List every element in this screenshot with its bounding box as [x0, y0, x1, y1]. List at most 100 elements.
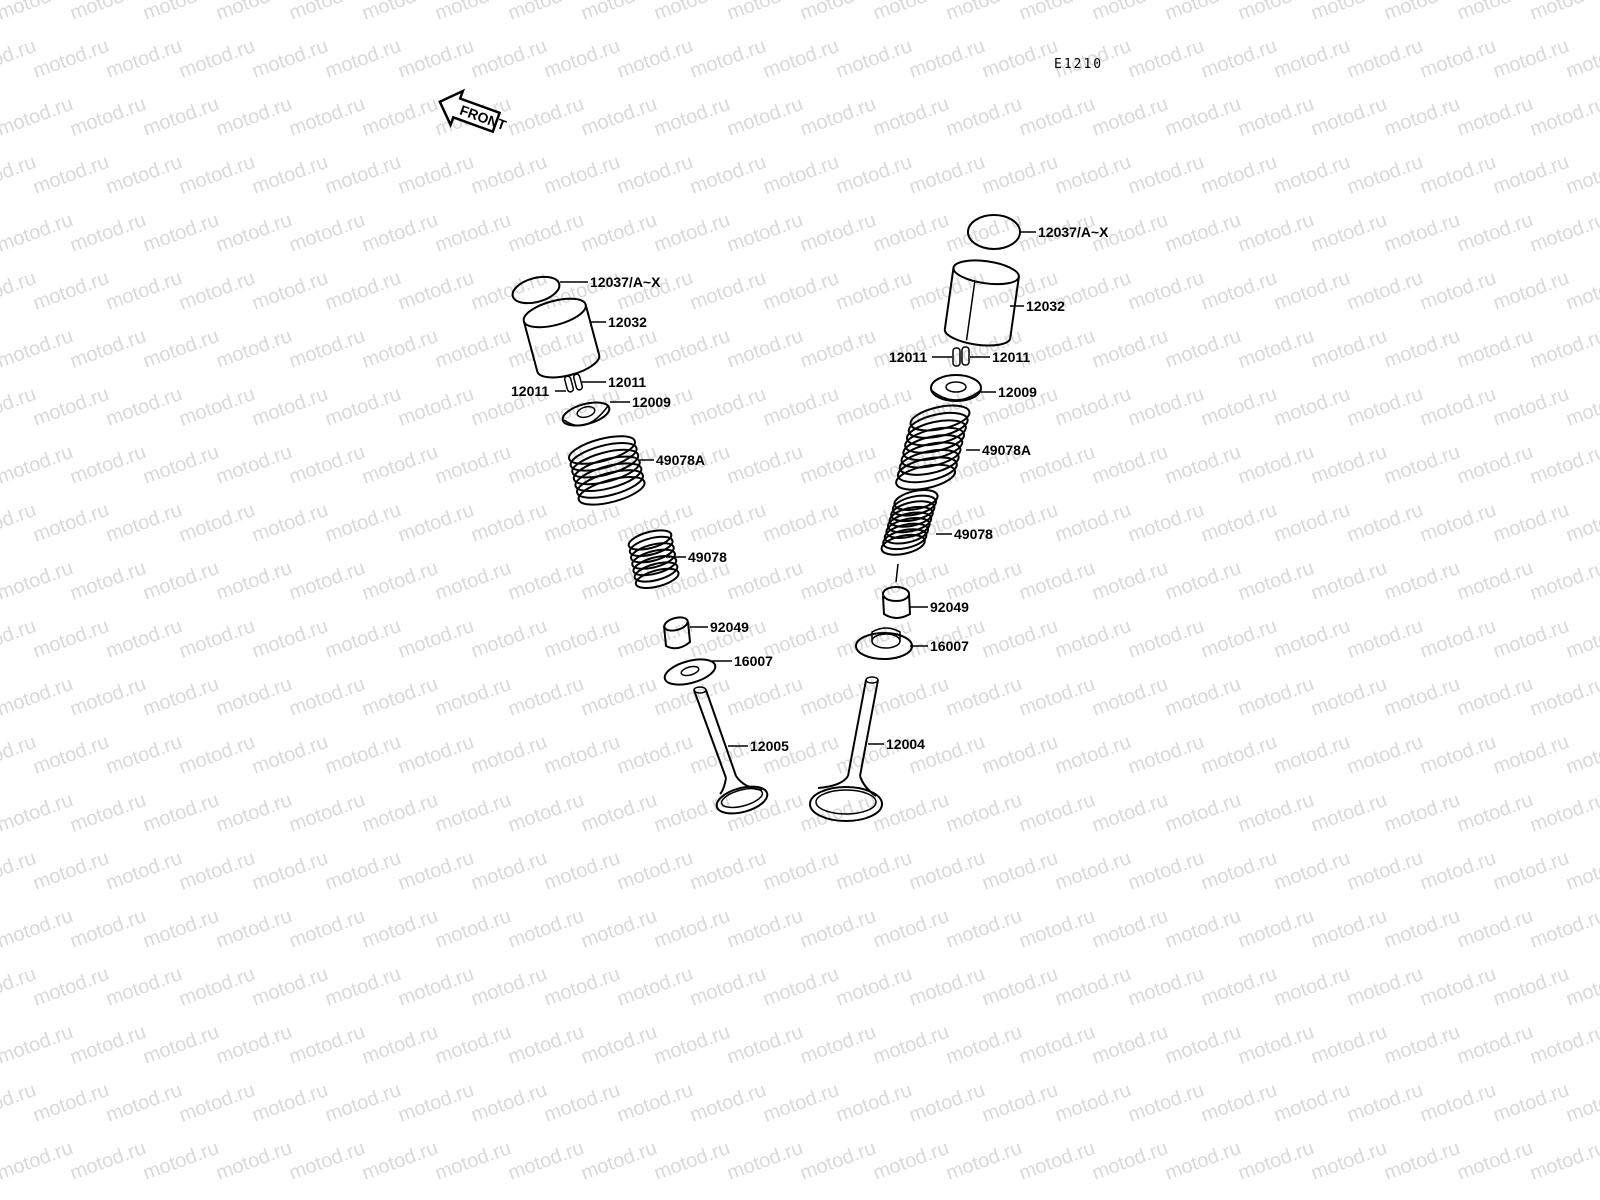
- watermark-text: motod.ru: [870, 673, 952, 721]
- watermark-text: motod.ru: [687, 35, 769, 83]
- watermark-text: motod.ru: [322, 731, 404, 779]
- watermark-text: motod.ru: [797, 325, 879, 373]
- watermark-text: motod.ru: [395, 1195, 477, 1200]
- watermark-text: motod.ru: [67, 0, 149, 25]
- watermark-text: motod.ru: [614, 1079, 696, 1127]
- watermark-text: motod.ru: [1308, 789, 1390, 837]
- watermark-text: motod.ru: [724, 1021, 806, 1069]
- watermark-text: motod.ru: [578, 93, 660, 141]
- watermark-text: motod.ru: [1271, 499, 1353, 547]
- watermark-text: motod.ru: [67, 905, 149, 953]
- watermark-text: motod.ru: [1381, 209, 1463, 257]
- watermark-text: motod.ru: [1125, 267, 1207, 315]
- watermark-text: motod.ru: [395, 383, 477, 431]
- watermark-text: motod.ru: [286, 93, 368, 141]
- watermark-text: motod.ru: [249, 1195, 331, 1200]
- watermark-text: motod.ru: [1235, 789, 1317, 837]
- watermark-text: motod.ru: [468, 35, 550, 83]
- watermark-text: motod.ru: [432, 325, 514, 373]
- watermark-text: motod.ru: [614, 731, 696, 779]
- watermark-text: motod.ru: [140, 1021, 222, 1069]
- watermark-text: motod.ru: [1527, 557, 1600, 605]
- left-tappet-label: 12032: [608, 314, 647, 330]
- watermark-text: motod.ru: [1235, 1021, 1317, 1069]
- watermark-text: motod.ru: [249, 615, 331, 663]
- watermark-text: motod.ru: [286, 441, 368, 489]
- watermark-text: motod.ru: [541, 847, 623, 895]
- watermark-text: motod.ru: [30, 847, 112, 895]
- watermark-text: motod.ru: [67, 93, 149, 141]
- watermark-text: motod.ru: [505, 905, 587, 953]
- watermark-text: motod.ru: [395, 847, 477, 895]
- watermark-text: motod.ru: [103, 963, 185, 1011]
- watermark-text: motod.ru: [1563, 731, 1600, 779]
- watermark-text: motod.ru: [0, 499, 39, 547]
- left-cotter-left-label: 12011: [511, 383, 549, 399]
- watermark-text: motod.ru: [359, 93, 441, 141]
- watermark-text: motod.ru: [1308, 93, 1390, 141]
- watermark-text: motod.ru: [432, 441, 514, 489]
- watermark-text: motod.ru: [286, 789, 368, 837]
- watermark-text: motod.ru: [979, 1079, 1061, 1127]
- watermark-text: motod.ru: [870, 1021, 952, 1069]
- watermark-text: motod.ru: [979, 615, 1061, 663]
- watermark-text: motod.ru: [1308, 209, 1390, 257]
- watermark-text: motod.ru: [541, 35, 623, 83]
- watermark-text: motod.ru: [176, 35, 258, 83]
- watermark-text: motod.ru: [1417, 383, 1499, 431]
- watermark-text: motod.ru: [30, 151, 112, 199]
- watermark-text: motod.ru: [213, 0, 295, 25]
- watermark-text: motod.ru: [760, 499, 842, 547]
- watermark-text: motod.ru: [1198, 151, 1280, 199]
- watermark-text: motod.ru: [30, 499, 112, 547]
- watermark-text: motod.ru: [359, 0, 441, 25]
- watermark-text: motod.ru: [249, 1079, 331, 1127]
- watermark-text: motod.ru: [1527, 905, 1600, 953]
- watermark-text: motod.ru: [1125, 731, 1207, 779]
- watermark-text: motod.ru: [1089, 1021, 1171, 1069]
- watermark-text: motod.ru: [1162, 1137, 1244, 1185]
- watermark-text: motod.ru: [1198, 383, 1280, 431]
- watermark-text: motod.ru: [432, 557, 514, 605]
- watermark-text: motod.ru: [468, 151, 550, 199]
- watermark-text: motod.ru: [1381, 789, 1463, 837]
- watermark-text: motod.ru: [1417, 731, 1499, 779]
- watermark-text: motod.ru: [1454, 789, 1536, 837]
- watermark-text: motod.ru: [541, 615, 623, 663]
- watermark-text: motod.ru: [359, 1137, 441, 1185]
- watermark-text: motod.ru: [30, 615, 112, 663]
- watermark-text: motod.ru: [1162, 209, 1244, 257]
- watermark-text: motod.ru: [359, 209, 441, 257]
- watermark-text: motod.ru: [1454, 673, 1536, 721]
- watermark-text: motod.ru: [505, 1021, 587, 1069]
- watermark-text: motod.ru: [1490, 731, 1572, 779]
- left-shim: [511, 275, 561, 305]
- watermark-text: motod.ru: [1162, 673, 1244, 721]
- watermark-text: motod.ru: [1563, 499, 1600, 547]
- watermark-text: motod.ru: [176, 847, 258, 895]
- watermark-text: motod.ru: [0, 151, 39, 199]
- watermark-text: motod.ru: [1089, 557, 1171, 605]
- watermark-text: motod.ru: [286, 1021, 368, 1069]
- watermark-text: motod.ru: [1235, 905, 1317, 953]
- left-shim-label: 12037/A~X: [590, 274, 661, 290]
- watermark-text: motod.ru: [1089, 325, 1171, 373]
- watermark-text: motod.ru: [1563, 35, 1600, 83]
- watermark-text: motod.ru: [1125, 615, 1207, 663]
- watermark-text: motod.ru: [760, 1079, 842, 1127]
- watermark-text: motod.ru: [1052, 499, 1134, 547]
- watermark-text: motod.ru: [1235, 673, 1317, 721]
- watermark-text: motod.ru: [979, 963, 1061, 1011]
- watermark-text: motod.ru: [651, 673, 733, 721]
- watermark-text: motod.ru: [249, 151, 331, 199]
- watermark-text: motod.ru: [249, 35, 331, 83]
- watermark-text: motod.ru: [176, 963, 258, 1011]
- watermark-text: motod.ru: [760, 383, 842, 431]
- left-retainer-label: 12009: [632, 394, 671, 410]
- watermark-text: motod.ru: [1308, 1021, 1390, 1069]
- watermark-text: motod.ru: [468, 615, 550, 663]
- watermark-text: motod.ru: [1344, 963, 1426, 1011]
- watermark-text: motod.ru: [1162, 905, 1244, 953]
- watermark-text: motod.ru: [797, 0, 879, 25]
- watermark-text: motod.ru: [213, 209, 295, 257]
